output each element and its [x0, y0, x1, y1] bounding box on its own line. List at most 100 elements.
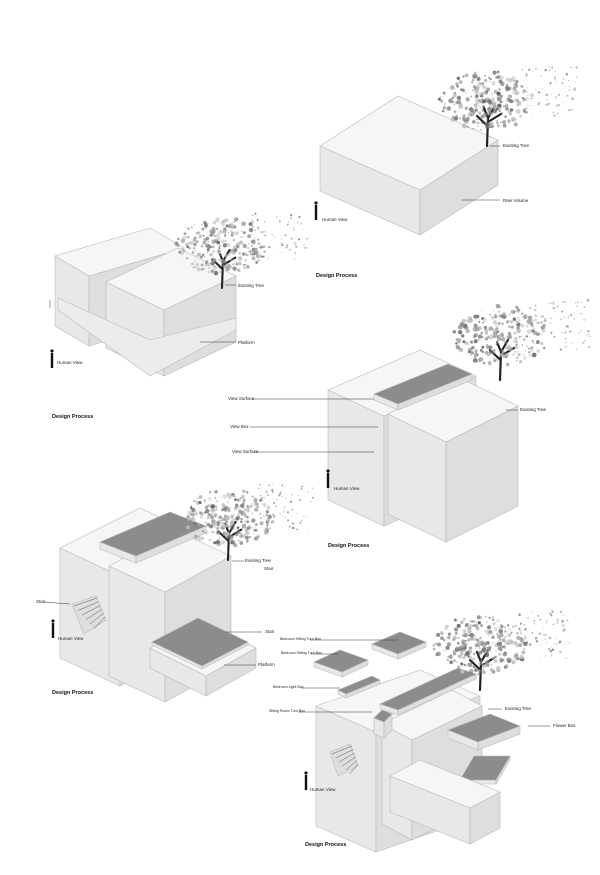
- tree-4-scatter-leaf: [281, 495, 283, 498]
- tree-4-leaf: [251, 495, 254, 498]
- tree-1-leaf: [513, 82, 518, 88]
- tree-2-leaf: [237, 232, 239, 234]
- tree-4-leaf: [223, 514, 228, 518]
- tree-1-leaf: [496, 96, 502, 102]
- tree-2-leaf: [235, 261, 237, 263]
- tree-3-leaf: [517, 350, 520, 353]
- tree-5-leaf: [452, 650, 455, 653]
- tree-3-leaf: [503, 341, 506, 344]
- tree-3-scatter-leaf: [537, 321, 540, 325]
- tree-3-scatter-leaf: [562, 308, 564, 310]
- tree-3-leaf: [541, 329, 546, 333]
- tree-5-leaf: [519, 630, 523, 633]
- tree-4-leaf: [198, 511, 202, 515]
- tree-5-scatter-leaf: [550, 614, 553, 617]
- tree-4-scatter-leaf: [307, 530, 309, 532]
- tree-3-scatter-leaf: [540, 316, 542, 318]
- tree-5-leaf: [504, 663, 509, 669]
- tree-1-leaf: [456, 95, 462, 101]
- caption-design-process: Design Process: [52, 690, 94, 696]
- tree-3-leaf: [532, 331, 535, 334]
- tree-4-leaf: [208, 490, 212, 494]
- tree-3-leaf: [514, 310, 518, 313]
- tree-2-leaf: [199, 235, 202, 237]
- tree-3-leaf: [494, 313, 497, 316]
- tree-4-leaf: [234, 532, 239, 537]
- tree-4-leaf: [246, 515, 249, 519]
- tree-5-scatter-leaf: [565, 657, 567, 659]
- tree-1-leaf: [502, 104, 507, 108]
- tree-4-leaf: [244, 509, 247, 512]
- tree-2-leaf: [212, 256, 214, 258]
- tree-1-scatter-leaf: [557, 112, 559, 114]
- tree-1-leaf: [506, 97, 511, 102]
- tree-4-leaf: [249, 505, 253, 508]
- tree-1-leaf: [508, 78, 513, 83]
- tree-5-leaf: [436, 651, 441, 657]
- tree-5-leaf: [514, 624, 518, 627]
- tree-2-leaf: [211, 229, 216, 234]
- tree-5-scatter-leaf: [538, 632, 542, 635]
- tree-1-leaf: [464, 119, 469, 124]
- tree-2-leaf: [247, 247, 249, 249]
- tree-4-leaf: [253, 497, 258, 503]
- tree-1-leaf: [444, 103, 446, 105]
- tree-5-leaf: [447, 655, 450, 658]
- tree-1-scatter-leaf: [554, 78, 557, 81]
- tree-2-leaf: [209, 253, 213, 257]
- tree-2-scatter-leaf: [264, 234, 267, 237]
- tree-4-leaf: [240, 496, 243, 499]
- tree-5-leaf: [496, 619, 500, 623]
- tree-2-leaf: [194, 236, 197, 239]
- tree-1-leaf: [525, 91, 528, 93]
- tree-3-leaf: [492, 350, 496, 354]
- tree-2-scatter-leaf: [295, 245, 298, 248]
- tree-2-leaf: [244, 258, 247, 262]
- tree-2-leaf: [186, 235, 190, 239]
- tree-4-scatter-leaf: [311, 496, 314, 499]
- tree-3-leaf: [485, 345, 490, 349]
- tree-5-leaf: [463, 663, 466, 666]
- tree-1-leaf: [499, 100, 503, 104]
- tree-1-leaf: [450, 85, 455, 90]
- tree-1-leaf: [496, 107, 499, 111]
- tree-4-leaf: [210, 515, 214, 520]
- tree-5-leaf: [479, 636, 482, 640]
- tree-1-leaf: [456, 99, 462, 105]
- tree-1-leaf: [475, 86, 480, 91]
- tree-3-leaf: [464, 341, 469, 345]
- label-existing-tree: Existing Tree: [245, 558, 272, 563]
- tree-5-leaf: [462, 656, 465, 660]
- tree-2-leaf: [194, 260, 196, 263]
- tree-2-leaf: [235, 263, 238, 266]
- tree-1-leaf: [451, 96, 454, 100]
- tree-3-scatter-leaf: [565, 304, 567, 306]
- tree-4-leaf: [195, 500, 201, 506]
- tree-1-leaf: [488, 100, 493, 105]
- tree-2-scatter-leaf: [260, 245, 263, 249]
- tree-5-leaf: [449, 661, 453, 664]
- tree-4-leaf: [237, 497, 242, 502]
- tree-4-leaf: [239, 534, 243, 538]
- tree-2-leaf: [226, 242, 231, 247]
- tree-4-leaf: [226, 492, 231, 497]
- tree-4-scatter-leaf: [272, 483, 274, 485]
- tree-5-scatter-leaf: [551, 610, 554, 613]
- tree-2-leaf: [191, 251, 195, 255]
- tree-1-leaf: [486, 87, 491, 92]
- tree-1-scatter-leaf: [530, 97, 533, 100]
- tree-5-leaf: [478, 661, 483, 666]
- tree-1-scatter-leaf: [532, 112, 534, 114]
- tree-5-leaf: [495, 666, 501, 671]
- tree-2-leaf: [203, 238, 208, 242]
- tree-4-scatter-leaf: [271, 488, 274, 492]
- tree-5-scatter-leaf: [512, 625, 515, 628]
- tree-2-leaf: [180, 238, 186, 243]
- tree-1-leaf: [458, 104, 464, 109]
- tree-2-scatter-leaf: [254, 212, 257, 216]
- tree-2-leaf: [232, 245, 237, 250]
- tree-2-scatter-leaf: [267, 257, 269, 260]
- tree-3-scatter-leaf: [559, 348, 562, 351]
- tree-4-leaf: [233, 495, 236, 498]
